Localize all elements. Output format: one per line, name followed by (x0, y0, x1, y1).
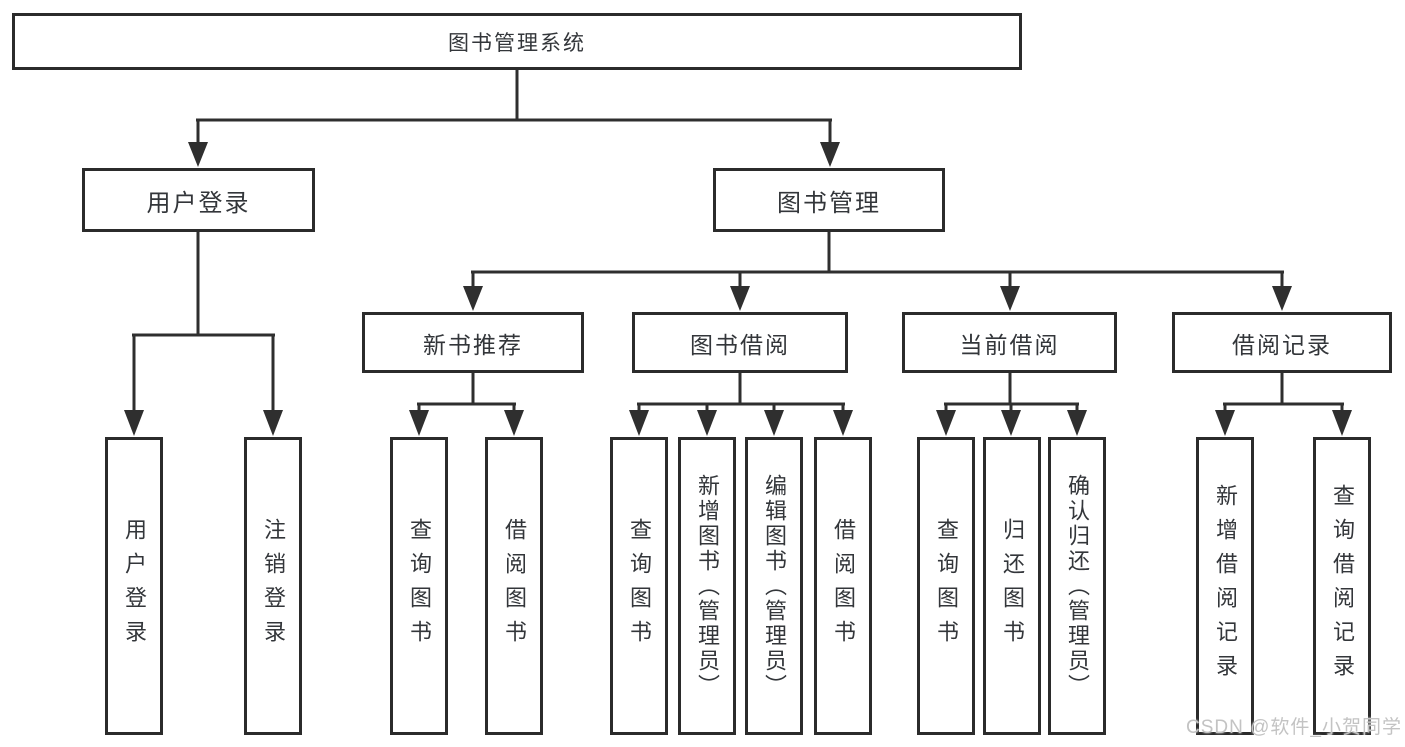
node-label: 借阅记录 (1232, 331, 1332, 358)
node-label: 查询图书 (407, 518, 432, 654)
node-book-management: 图书管理 (713, 168, 945, 232)
leaf-user-login: 用户登录 (105, 437, 163, 735)
connector-records-leaves (1215, 373, 1352, 436)
leaf-borrow-books-borrow: 借阅图书 (814, 437, 872, 735)
node-label: 编辑图书（管理员） (762, 473, 787, 699)
node-user-login: 用户登录 (82, 168, 315, 232)
leaf-add-book-admin: 新增图书（管理员） (678, 437, 736, 735)
node-label: 用户登录 (122, 518, 147, 654)
node-label: 图书借阅 (690, 331, 790, 358)
leaf-query-borrow-record: 查询借阅记录 (1313, 437, 1371, 735)
node-label: 用户登录 (146, 189, 251, 217)
node-label: 当前借阅 (959, 331, 1060, 358)
node-label: 确认归还（管理员） (1065, 473, 1090, 699)
node-label: 借阅图书 (831, 518, 856, 654)
node-borrow-records: 借阅记录 (1172, 312, 1392, 373)
node-label: 图书管理系统 (448, 31, 586, 55)
connector-user-leaves (124, 232, 283, 436)
leaf-add-borrow-record: 新增借阅记录 (1196, 437, 1254, 735)
node-label: 查询借阅记录 (1330, 484, 1355, 688)
node-book-borrow: 图书借阅 (632, 312, 848, 373)
leaf-return-book: 归还图书 (983, 437, 1041, 735)
connector-recommend-leaves (409, 373, 524, 436)
node-label: 借阅图书 (502, 518, 527, 654)
node-label: 归还图书 (1000, 518, 1025, 654)
leaf-query-books-current: 查询图书 (917, 437, 975, 735)
node-new-book-recommend: 新书推荐 (362, 312, 584, 373)
node-label: 图书管理 (777, 189, 881, 217)
connector-manage-level3 (463, 232, 1292, 311)
node-label: 查询图书 (934, 518, 959, 654)
leaf-edit-book-admin: 编辑图书（管理员） (745, 437, 803, 735)
connector-root-level2 (188, 70, 840, 167)
leaf-confirm-return-admin: 确认归还（管理员） (1048, 437, 1106, 735)
node-root: 图书管理系统 (12, 13, 1022, 70)
node-label: 查询图书 (627, 518, 652, 654)
node-label: 新增借阅记录 (1213, 484, 1238, 688)
connector-borrow-leaves (629, 373, 853, 436)
node-current-borrow: 当前借阅 (902, 312, 1117, 373)
leaf-query-books-borrow: 查询图书 (610, 437, 668, 735)
leaf-logout: 注销登录 (244, 437, 302, 735)
connector-current-leaves (936, 373, 1087, 436)
leaf-borrow-books-recommend: 借阅图书 (485, 437, 543, 735)
leaf-query-books-recommend: 查询图书 (390, 437, 448, 735)
node-label: 新书推荐 (423, 331, 523, 358)
watermark: CSDN @软件_小贺同学 (1186, 717, 1402, 738)
node-label: 新增图书（管理员） (695, 473, 720, 699)
node-label: 注销登录 (261, 518, 286, 654)
